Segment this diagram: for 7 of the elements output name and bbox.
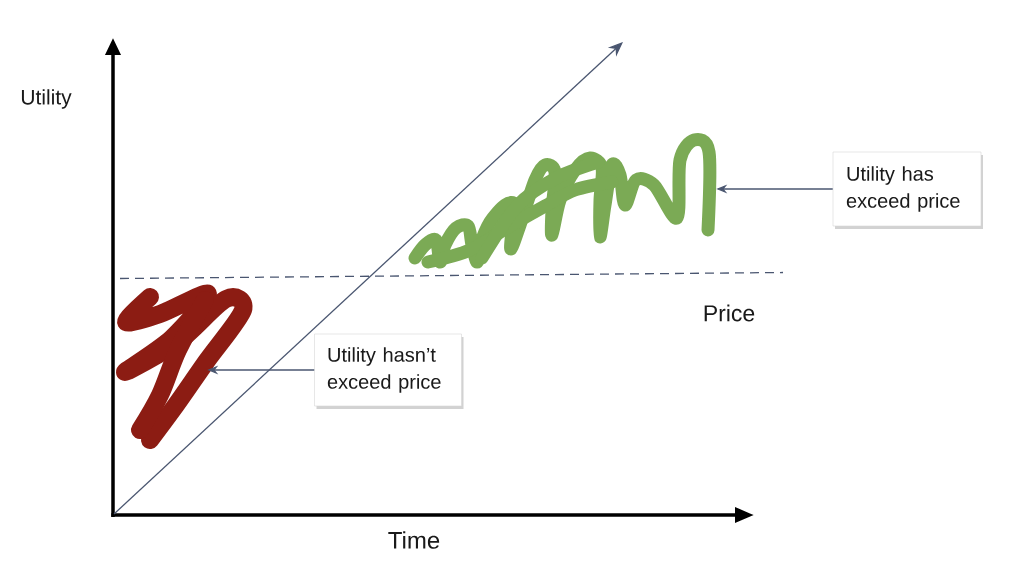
callout-box: Utility hasn’t exceed price bbox=[314, 333, 464, 409]
line-label: Price bbox=[704, 304, 755, 322]
callout-box: Utility has exceed price bbox=[832, 151, 983, 229]
scribble bbox=[408, 132, 717, 269]
axis-label: Time bbox=[388, 531, 440, 549]
axis-label: Utility bbox=[21, 89, 72, 109]
scribble bbox=[116, 284, 253, 449]
